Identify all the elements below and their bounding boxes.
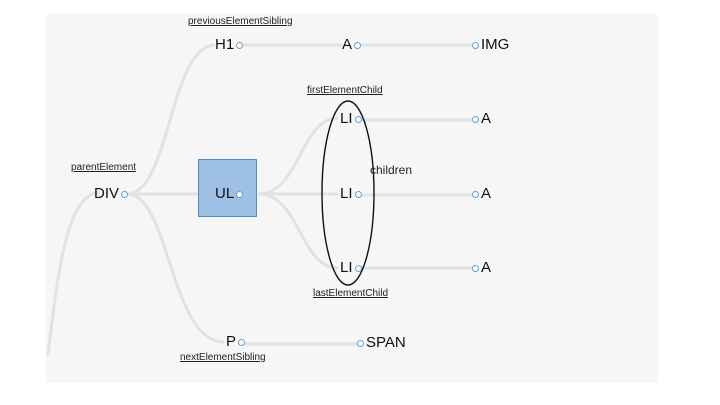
node-ul-label: UL — [215, 185, 235, 202]
ul-selected-box[interactable] — [198, 159, 257, 217]
port-icon — [236, 41, 244, 49]
node-p[interactable]: P — [226, 333, 247, 351]
connector-ul-li1 — [257, 116, 339, 196]
node-span-label: SPAN — [366, 334, 406, 351]
port-icon — [472, 41, 479, 49]
node-a-1-label: A — [481, 110, 492, 127]
node-span[interactable]: SPAN — [355, 334, 406, 352]
annotation-previous-element-sibling: previousElementSibling — [188, 16, 293, 27]
node-div[interactable]: DIV — [94, 185, 130, 203]
node-a-top[interactable]: A — [342, 36, 363, 54]
annotation-parent-element: parentElement — [71, 162, 137, 173]
node-li-first-label: LI — [340, 110, 353, 127]
node-li-middle-label: LI — [340, 185, 353, 202]
annotation-next-element-sibling: nextElementSibling — [180, 352, 266, 363]
annotation-last-element-child: lastElementChild — [313, 288, 389, 299]
port-icon — [472, 190, 479, 198]
node-a-2[interactable]: A — [470, 185, 491, 203]
node-h1[interactable]: H1 — [215, 36, 245, 54]
port-icon — [354, 190, 362, 198]
node-a-2-label: A — [481, 185, 492, 202]
port-icon — [354, 264, 362, 272]
node-li-last-label: LI — [340, 259, 353, 276]
port-icon — [236, 190, 244, 198]
port-icon — [238, 338, 246, 346]
port-icon — [121, 190, 129, 198]
connector-div-h1 — [126, 43, 216, 196]
annotation-children: children — [370, 163, 413, 177]
annotation-first-element-child: firstElementChild — [307, 85, 383, 96]
connector-root-div — [46, 190, 101, 356]
connector-div-p — [126, 192, 225, 344]
port-icon — [357, 339, 364, 347]
node-p-label: P — [226, 333, 237, 350]
port-icon — [472, 115, 479, 123]
node-img-label: IMG — [481, 36, 510, 53]
node-h1-label: H1 — [215, 36, 235, 53]
node-li-last[interactable]: LI — [340, 259, 364, 277]
node-ul[interactable]: UL — [215, 185, 245, 203]
connector-ul-li3 — [257, 192, 339, 270]
port-icon — [354, 41, 362, 49]
diagram-canvas — [46, 14, 658, 383]
node-li-middle[interactable]: LI — [340, 185, 364, 203]
node-img[interactable]: IMG — [470, 36, 509, 54]
children-ellipse — [321, 100, 375, 286]
node-li-first[interactable]: LI — [340, 110, 364, 128]
node-div-label: DIV — [94, 185, 120, 202]
node-a-3-label: A — [481, 259, 492, 276]
port-icon — [472, 264, 479, 272]
node-a-1[interactable]: A — [470, 110, 491, 128]
node-a-top-label: A — [342, 36, 353, 53]
node-a-3[interactable]: A — [470, 259, 491, 277]
port-icon — [354, 115, 362, 123]
